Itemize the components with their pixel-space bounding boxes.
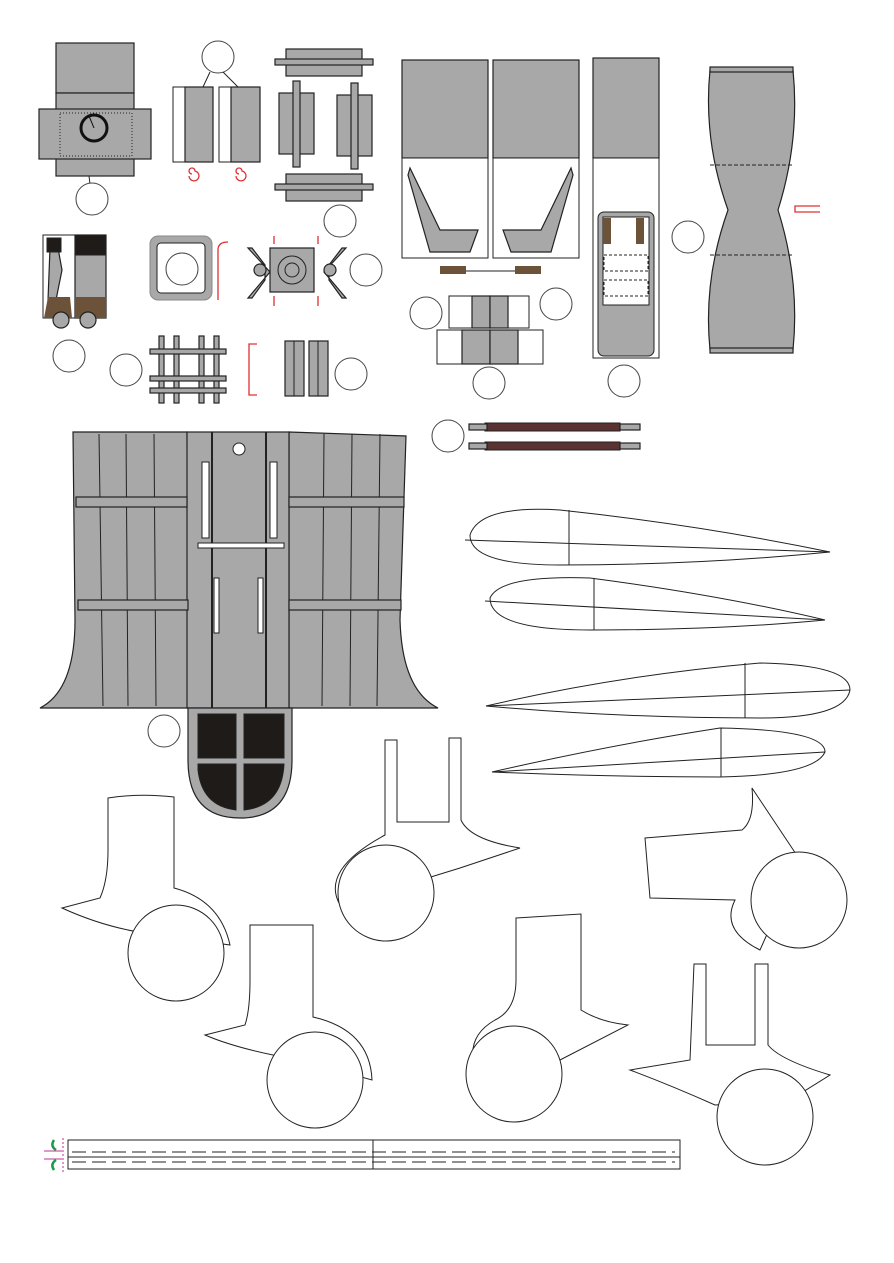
fold-strip-part xyxy=(44,1138,681,1172)
grid-part xyxy=(109,335,257,404)
seat-figure-part xyxy=(42,234,107,373)
hub-part xyxy=(246,236,383,306)
fold-arrow-icon xyxy=(51,1139,57,1152)
dial-box-part xyxy=(38,42,152,216)
main-wing-part xyxy=(39,431,439,819)
landing-gear-pieces xyxy=(60,737,848,1166)
airfoil-ribs-part xyxy=(464,508,851,778)
fold-arrow-icon xyxy=(51,1158,57,1171)
seat-panels-part xyxy=(401,57,660,398)
spiral-icon xyxy=(188,167,200,182)
bar-pair-part xyxy=(284,340,368,397)
frame-assembly-part xyxy=(274,48,374,238)
strut-pair-part xyxy=(431,419,641,453)
dial-icon xyxy=(79,113,109,143)
panel-pair-part xyxy=(172,40,261,182)
spiral-icon xyxy=(235,167,247,182)
part-number-circle xyxy=(75,182,109,216)
rounded-frame-part xyxy=(149,235,229,301)
control-pieces-part xyxy=(409,266,573,400)
barrel-part xyxy=(671,66,820,354)
